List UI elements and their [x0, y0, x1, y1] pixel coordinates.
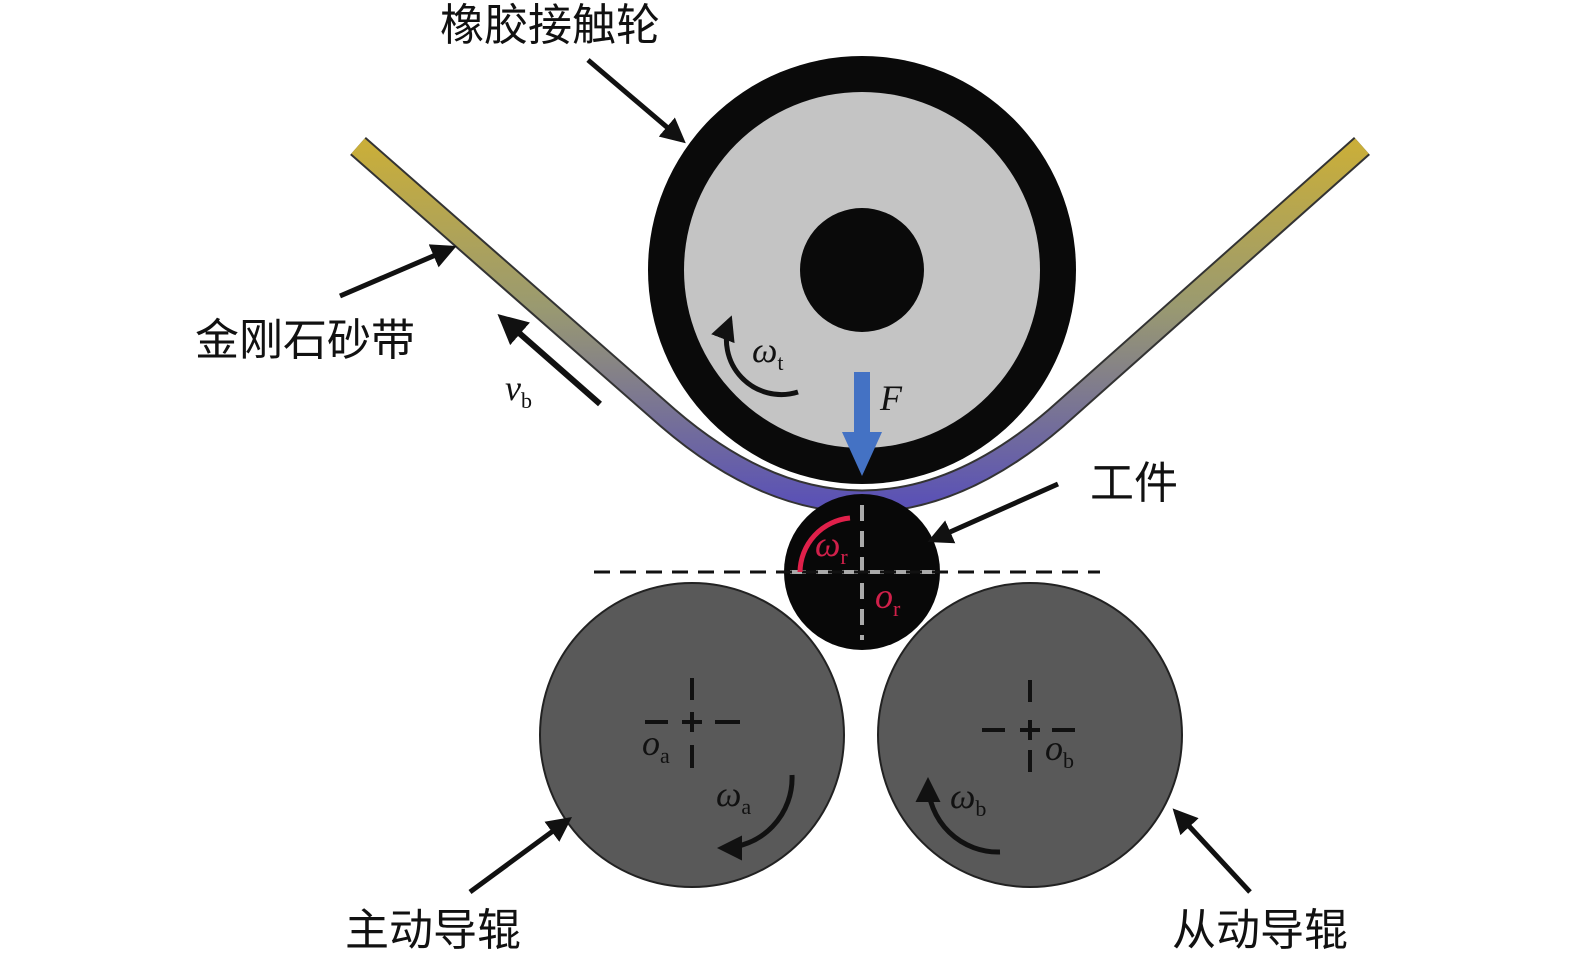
omega-t-label: ωt: [752, 330, 784, 375]
workpiece-rotation-arrow: [797, 515, 851, 573]
label-workpiece: 工件: [1090, 458, 1178, 509]
belt-velocity-arrow: [497, 314, 602, 407]
label-driven-roller: 从动导辊: [1172, 905, 1348, 956]
label-contact-wheel: 橡胶接触轮: [440, 0, 660, 51]
omega-b-label: ωb: [950, 776, 986, 821]
roller-a-rotation-arrow: [717, 774, 795, 861]
wheel-hub: [800, 208, 924, 332]
omega-r-label: ωr: [815, 524, 848, 569]
roller-b-rotation-arrow: [915, 777, 1001, 855]
o-r-label: or: [875, 576, 901, 621]
force-label: F: [879, 378, 903, 418]
o-b-label: ob: [1045, 728, 1074, 773]
v-b-label: vb: [505, 368, 532, 413]
omega-a-label: ωa: [716, 774, 751, 819]
force-arrow: [842, 372, 882, 476]
label-belt: 金刚石砂带: [195, 315, 415, 366]
driving-guide-roller: [539, 582, 845, 888]
pointer-arrows: [339, 58, 1252, 895]
label-driving-roller: 主动导辊: [345, 905, 521, 956]
roller-centerlines: [645, 678, 1075, 772]
o-a-label: oa: [642, 723, 670, 768]
rubber-contact-wheel: [648, 56, 1076, 484]
wheel-rotation-arrow: [711, 315, 799, 398]
